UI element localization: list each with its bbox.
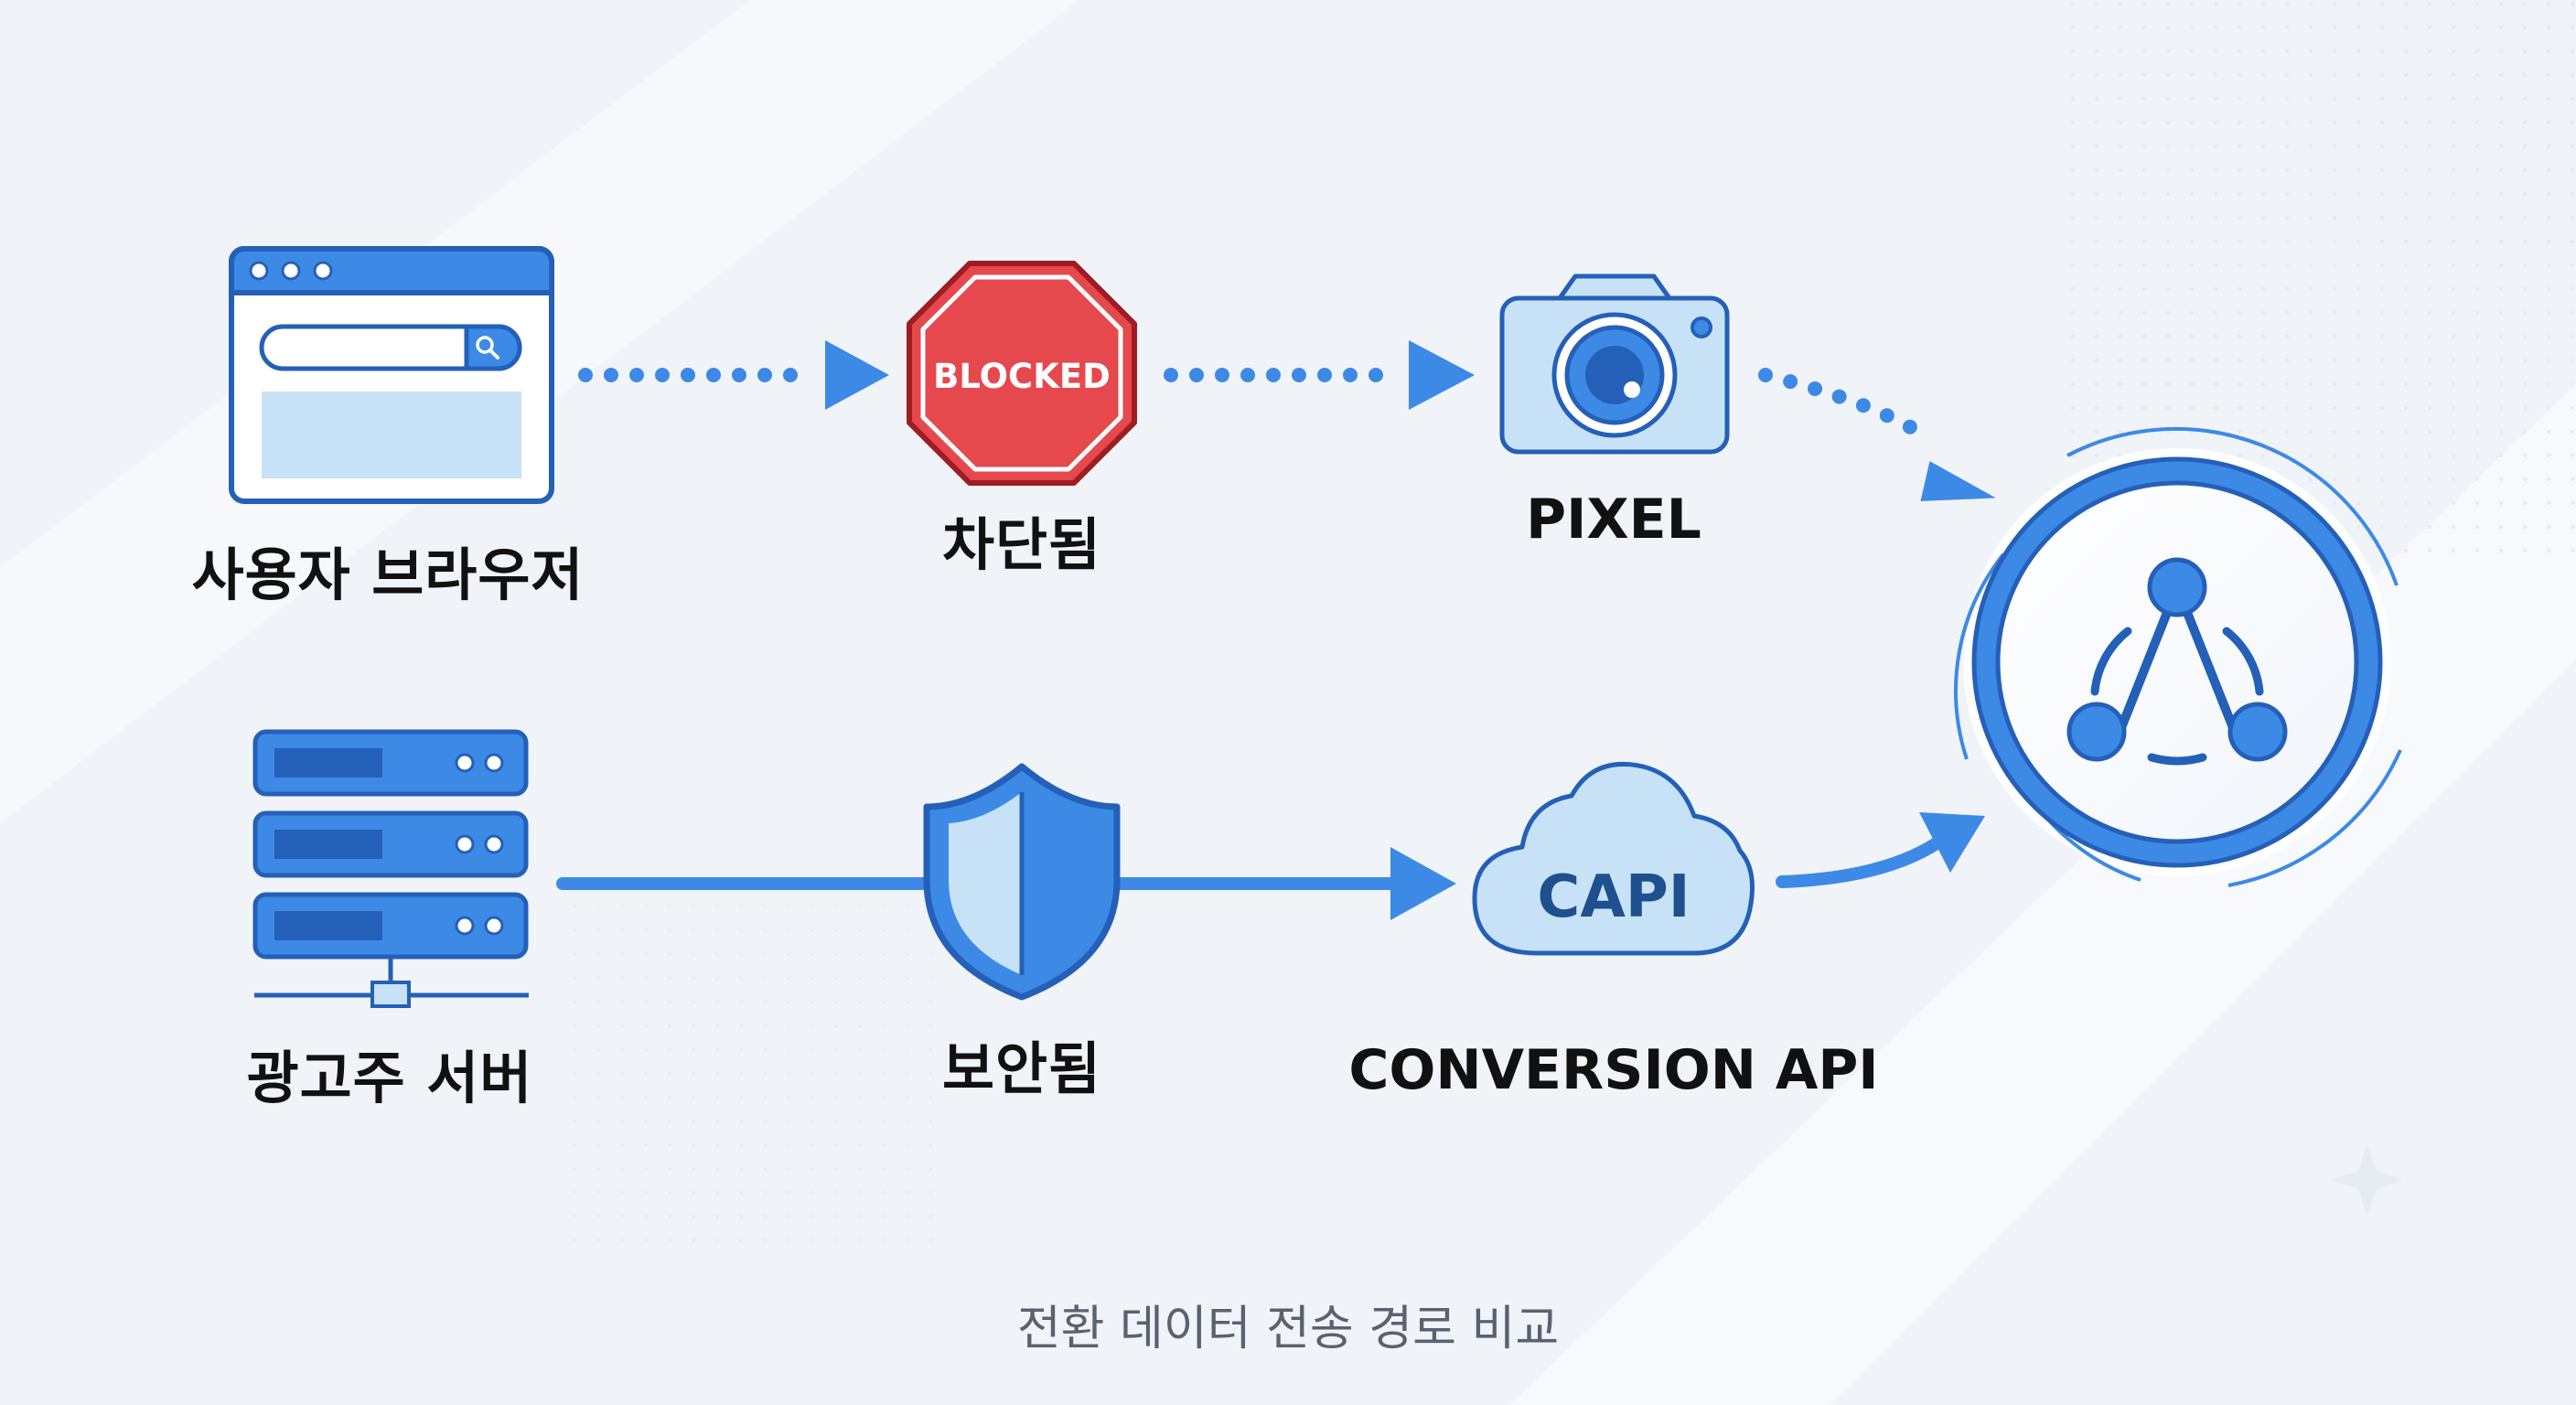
browser-window-icon xyxy=(229,246,554,504)
camera-icon xyxy=(1499,273,1730,455)
dotted-arrow-pixel-to-hub xyxy=(1758,368,1996,501)
blocked-sign-text: BLOCKED xyxy=(933,357,1111,396)
stop-sign-icon: BLOCKED xyxy=(907,261,1137,486)
server-rack-icon xyxy=(252,729,529,1008)
search-icon xyxy=(476,336,499,359)
cloud-icon: CAPI xyxy=(1472,761,1755,956)
conversion-api-label: CONVERSION API xyxy=(1348,1038,1879,1102)
network-share-icon xyxy=(1954,426,2402,887)
server-label: 광고주 서버 xyxy=(246,1045,533,1111)
secured-label: 보안됨 xyxy=(941,1035,1102,1102)
dotted-arrow-blocked-to-pixel xyxy=(1164,340,1475,410)
caption: 전환 데이터 전송 경로 비교 xyxy=(1016,1302,1560,1357)
browser-label: 사용자 브라우저 xyxy=(191,542,585,608)
dotted-arrow-browser-to-blocked xyxy=(578,340,889,410)
capi-cloud-text: CAPI xyxy=(1537,863,1690,931)
blocked-label: 차단됨 xyxy=(941,511,1102,578)
pixel-label: PIXEL xyxy=(1526,488,1701,552)
solid-arrow-capi-to-hub xyxy=(1776,812,1985,888)
shield-icon xyxy=(923,763,1121,1001)
